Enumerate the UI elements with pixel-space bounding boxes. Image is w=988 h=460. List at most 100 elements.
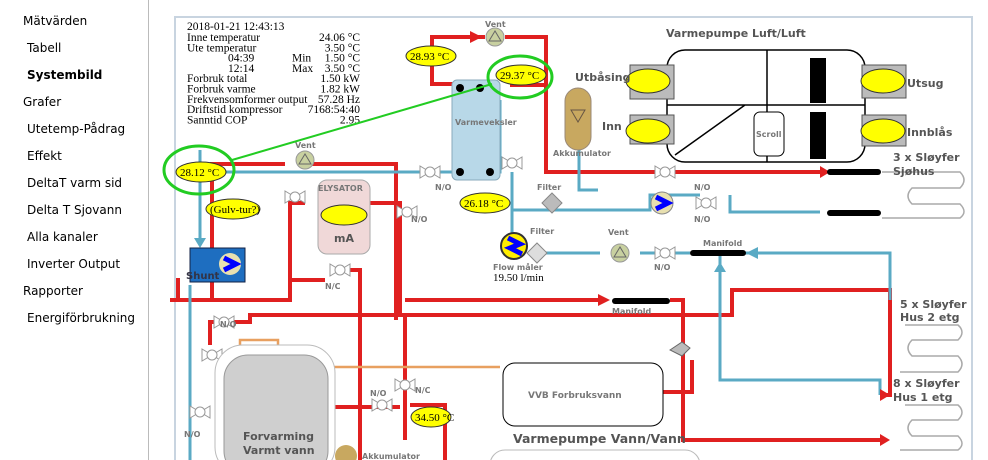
fan-icon <box>625 64 675 100</box>
temperature-value: 29.37 °C <box>500 70 539 82</box>
valve-icon <box>654 246 676 260</box>
filter-label: Filter <box>530 227 554 236</box>
sidebar-item[interactable]: Energiförbrukning <box>27 311 136 325</box>
vent-pump-icon <box>485 27 505 47</box>
valve-label: N/O <box>411 215 428 224</box>
valve-icon <box>189 405 211 419</box>
info-value: 3.50 °C <box>325 63 361 75</box>
info-value: 57.28 Hz <box>318 94 360 106</box>
elysator-unit: mA <box>334 232 354 245</box>
valve-icon <box>654 165 676 179</box>
valve-icon <box>695 196 717 210</box>
accumulator-lower <box>335 445 357 460</box>
loop-label: Sjøhus <box>893 165 935 178</box>
info-label: 04:39 <box>228 53 254 65</box>
temperature-value: 28.93 °C <box>410 51 449 63</box>
fan-icon <box>860 64 907 99</box>
valve-icon <box>419 165 441 179</box>
inn-label: Inn <box>602 120 622 133</box>
scroll-label: Scroll <box>756 130 782 139</box>
manifold-label: Manifold <box>612 307 652 316</box>
manifold-label: Manifold <box>703 239 743 248</box>
info-label: Driftstid kompressor <box>187 104 283 116</box>
valve-icon <box>371 398 393 412</box>
sidebar-item[interactable]: Tabell <box>27 41 62 55</box>
temperature-value: 34.50 °C <box>415 412 454 424</box>
filter-label: Filter <box>537 183 561 192</box>
vvb-tank <box>502 362 664 427</box>
heat-exchanger <box>451 79 501 181</box>
temperature-badge <box>495 64 547 86</box>
sidebar-item[interactable]: Systembild <box>27 68 103 82</box>
info-label: Sanntid COP <box>187 114 247 126</box>
info-label: 12:14 <box>228 63 254 75</box>
valve-label: N/C <box>415 386 431 395</box>
temperature-badge <box>410 406 452 428</box>
valve-label: N/O <box>370 389 387 398</box>
sidebar-item[interactable]: Rapporter <box>23 284 83 298</box>
sidebar-item[interactable]: DeltaT varm sid <box>27 176 123 190</box>
accumulator-label: Akkumulator <box>362 452 420 460</box>
info-value: 1.82 kW <box>320 84 360 96</box>
faucet-icon <box>669 341 691 357</box>
loop-label: 5 x Sløyfer <box>900 298 967 311</box>
elysator-label: ELYSATOR <box>318 184 363 193</box>
sidebar-item[interactable]: Utetemp-Pådrag <box>27 122 126 136</box>
vent-label: Vent <box>608 228 629 237</box>
pump-icon <box>650 191 674 215</box>
heat-exchanger-label: Varmeveksler <box>455 118 517 127</box>
tank-label: Varmt vann <box>243 444 315 457</box>
sidebar-item[interactable]: Mätvärden <box>23 14 88 28</box>
manifold-return <box>690 250 746 256</box>
info-label: Inne temperatur <box>187 32 260 44</box>
filter-icon <box>541 192 563 214</box>
info-value: 1.50 kW <box>320 73 360 85</box>
valve-label: N/O <box>184 430 201 439</box>
loop-label: 8 x Sløyfer <box>893 377 960 390</box>
valve-label: N/O <box>220 320 237 329</box>
temperature-badge <box>205 198 261 220</box>
info-value: 7168:54:40 <box>308 104 361 116</box>
valve-icon <box>329 263 351 277</box>
filter-icon <box>526 242 548 264</box>
valve-label: N/C <box>325 282 341 291</box>
sidebar-item[interactable]: Delta T Sjovann <box>27 203 122 217</box>
manifold-sjohus-supply <box>827 169 881 175</box>
temperature-value: 28.12 °C <box>180 167 219 179</box>
temperature-value: 26.18 °C <box>464 198 503 210</box>
temperature-badge <box>405 45 457 67</box>
loop-label: Hus 1 etg <box>893 391 953 404</box>
temperature-value: (Gulv-tur?) <box>210 204 260 216</box>
vent-pump-icon <box>295 150 315 170</box>
innblas-label: Innblås <box>907 126 953 139</box>
info-value: 3.50 °C <box>325 42 361 54</box>
accumulator <box>564 87 592 151</box>
fan-icon <box>860 114 907 147</box>
sidebar-item[interactable]: Effekt <box>27 149 62 163</box>
fan-icon <box>625 114 675 145</box>
highlight-ring <box>162 144 236 196</box>
sidebar-item[interactable]: Inverter Output <box>27 257 121 271</box>
info-sublabel: Max <box>292 63 313 75</box>
info-value: 24.06 °C <box>319 32 360 44</box>
info-sublabel: Min <box>292 53 311 65</box>
valve-icon <box>501 156 523 170</box>
flow-meter-label: Flow måler <box>493 262 543 272</box>
accumulator-label: Akkumulator <box>553 149 611 158</box>
info-label: Forbruk total <box>187 73 247 85</box>
temperature-badge <box>459 192 511 214</box>
valve-label: N/O <box>694 183 711 192</box>
valve-icon <box>213 315 235 329</box>
sidebar-item[interactable]: Alla kanaler <box>27 230 98 244</box>
vann-title: Varmepumpe Vann/Vann <box>513 431 686 446</box>
vvb-label: VVB Forbruksvann <box>528 391 622 401</box>
shunt-label: Shunt <box>186 271 220 282</box>
valve-icon <box>396 205 418 219</box>
manifold-supply <box>612 298 670 304</box>
sidebar-item[interactable]: Grafer <box>23 95 62 109</box>
info-label: Forbruk varme <box>187 84 256 96</box>
highlight-connector <box>231 83 493 161</box>
loop-label: Hus 2 etg <box>900 311 960 324</box>
info-value: 1.50 °C <box>325 53 361 65</box>
